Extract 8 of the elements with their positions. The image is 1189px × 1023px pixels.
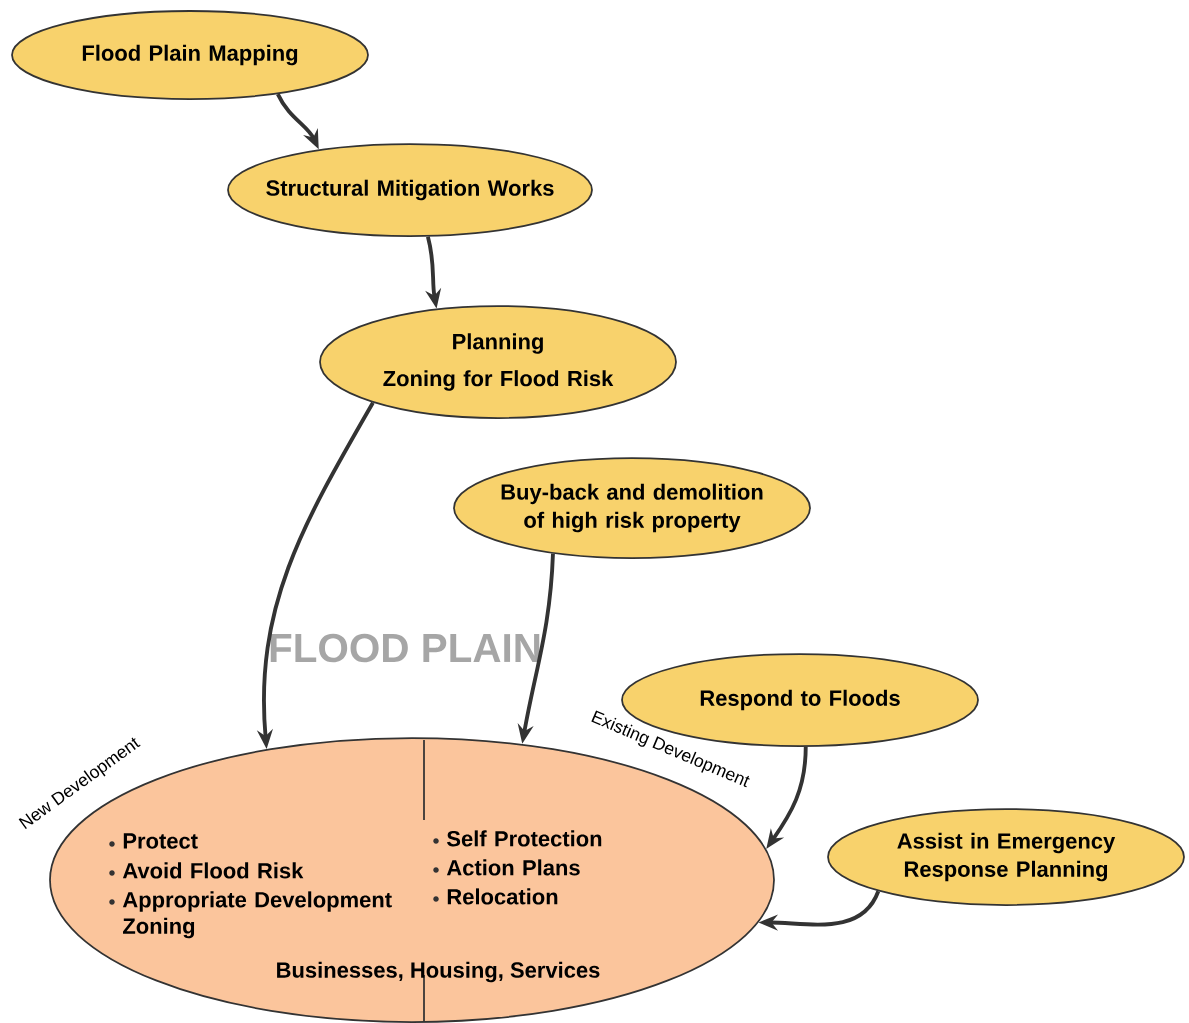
list-item: Self Protection [433, 830, 602, 847]
list-item: Appropriate Development Zoning [109, 891, 392, 939]
background-label: FLOOD PLAIN [270, 633, 540, 663]
list-item: Avoid Flood Risk [109, 862, 304, 879]
list-item: Action Plans [433, 859, 580, 876]
list-item: Relocation [433, 888, 558, 905]
list-item: Protect [109, 833, 198, 849]
node-caption: Businesses, Housing, Services [277, 961, 600, 983]
